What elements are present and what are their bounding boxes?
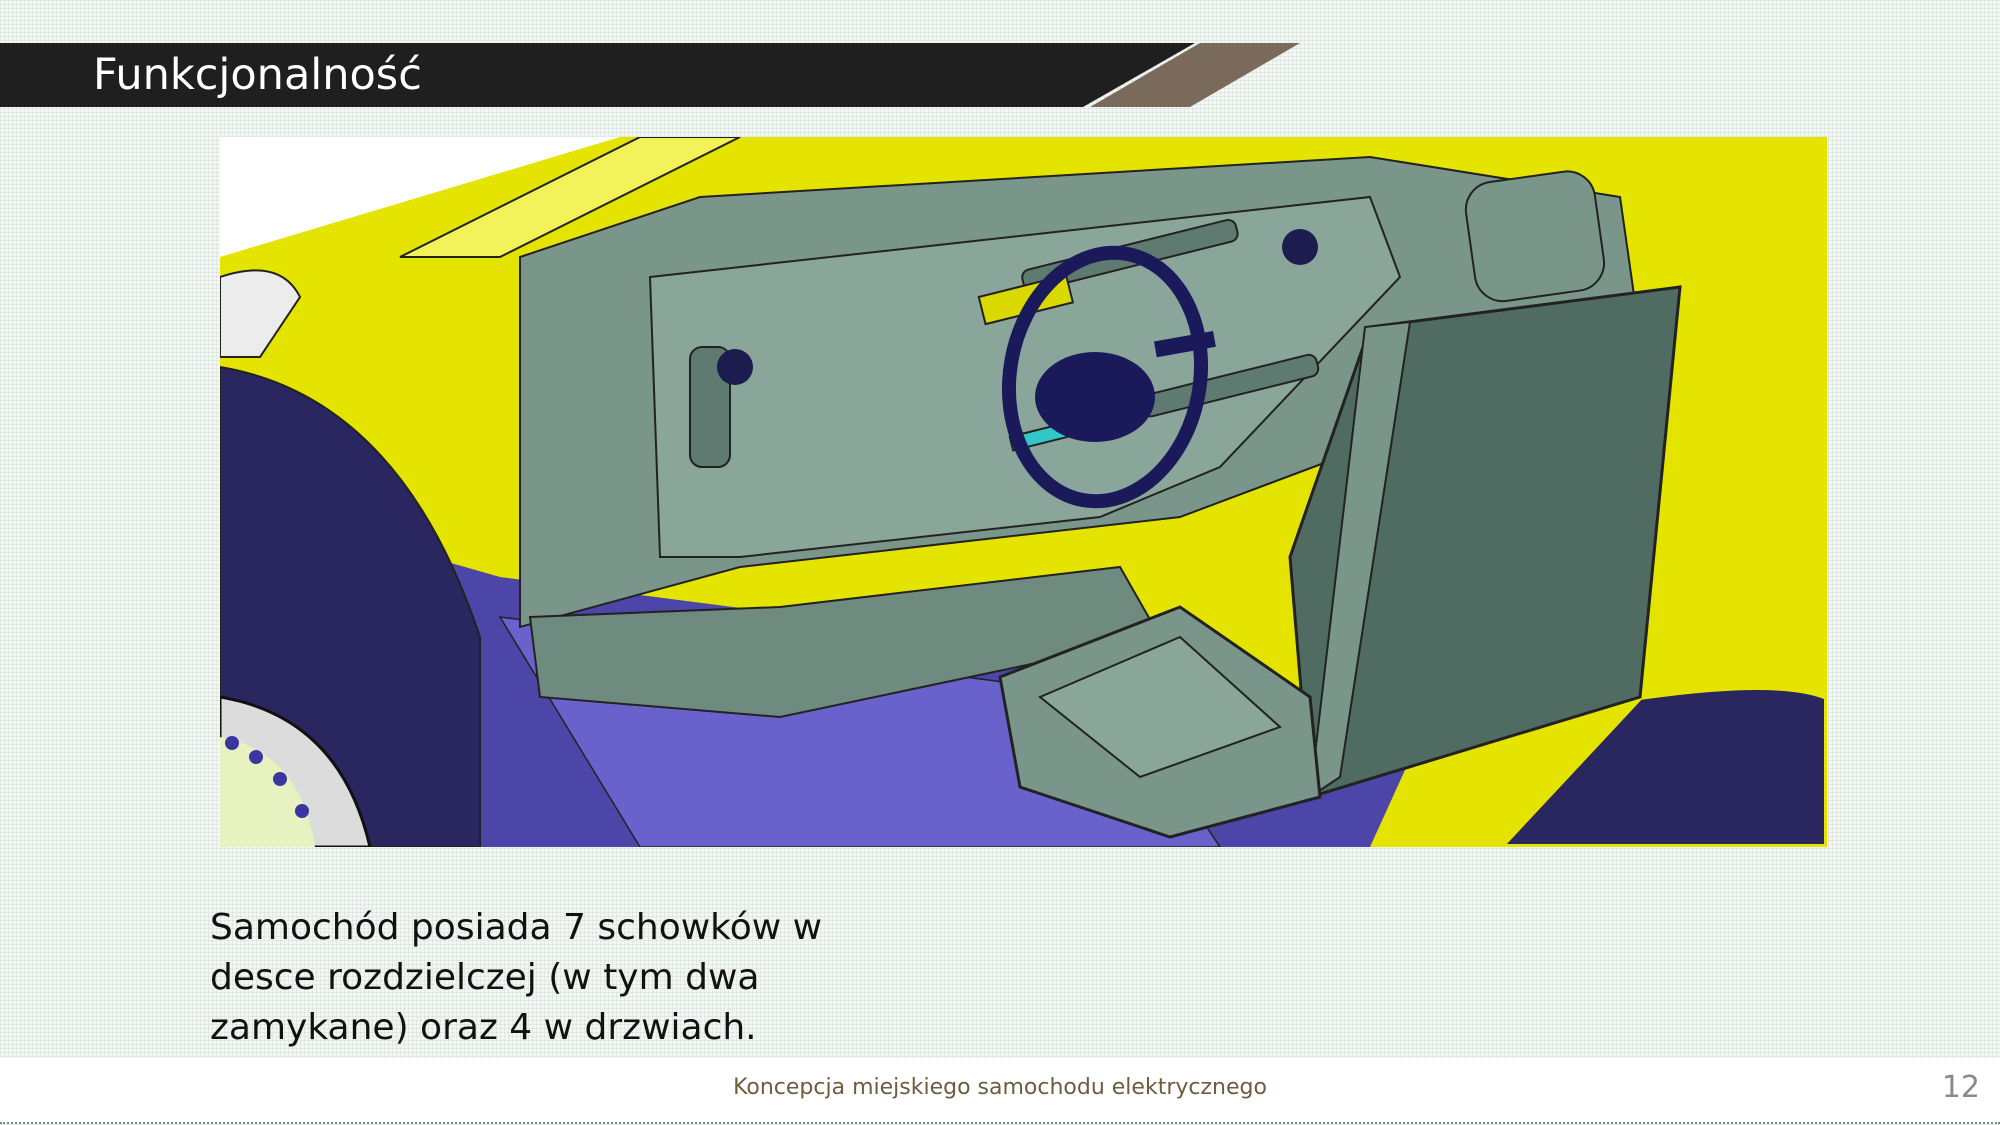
title-bar — [0, 43, 1300, 107]
slide-title: Funkcjonalność — [93, 50, 422, 100]
footer-text: Koncepcja miejskiego samochodu elektrycz… — [733, 1075, 1267, 1100]
page-number: 12 — [1941, 1070, 1980, 1105]
footer-bar — [0, 1058, 2000, 1124]
car-interior-image — [220, 137, 1827, 847]
body-text: Samochód posiada 7 schowków w desce rozd… — [210, 907, 823, 1048]
